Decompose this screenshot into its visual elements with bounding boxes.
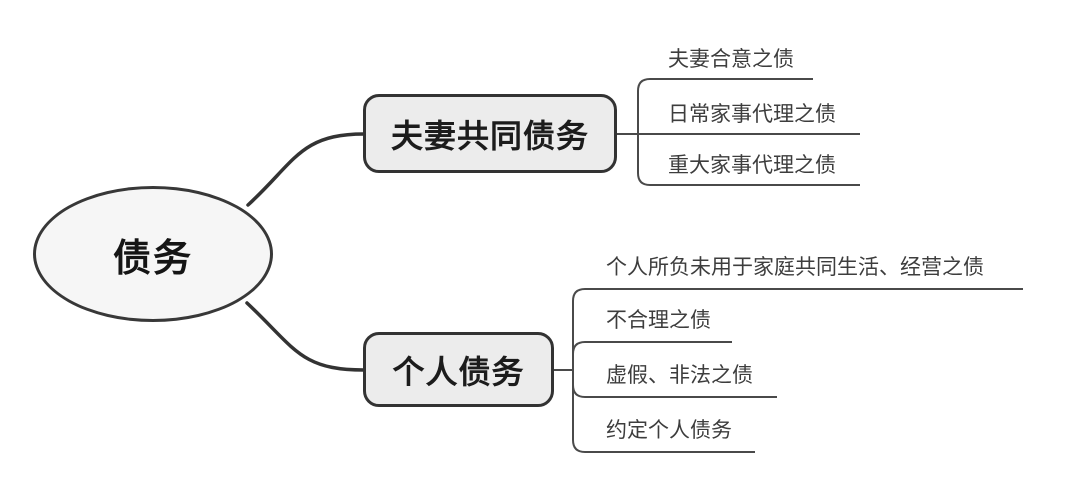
edge-branch-1-leaf-3 (637, 134, 860, 186)
leaf-node-unreasonable-debt[interactable]: 不合理之债 (606, 309, 711, 332)
branch-node-label: 个人债务 (392, 353, 525, 390)
branch-node-joint-marital-debt[interactable]: 夫妻共同债务 (363, 94, 617, 173)
edge-branch-2-leaf-1 (572, 288, 1023, 370)
root-node-debt[interactable]: 债务 (33, 186, 273, 322)
edge-branch-2-leaf-4 (572, 370, 755, 453)
edge-branch-2-leaf-2 (572, 341, 732, 370)
leaf-node-major-household-agency-debt[interactable]: 重大家事代理之债 (668, 154, 836, 177)
edge-root-to-branch-1 (246, 132, 366, 207)
root-node-label: 债务 (112, 237, 193, 280)
leaf-node-mutual-consent-debt[interactable]: 夫妻合意之债 (668, 48, 794, 71)
leaf-node-false-illegal-debt[interactable]: 虚假、非法之债 (606, 364, 753, 387)
leaf-node-not-for-family-life-debt[interactable]: 个人所负未用于家庭共同生活、经营之债 (606, 256, 984, 279)
edge-root-to-branch-2 (245, 301, 366, 372)
branch-node-personal-debt[interactable]: 个人债务 (363, 332, 554, 407)
leaf-node-daily-household-agency-debt[interactable]: 日常家事代理之债 (668, 103, 836, 126)
branch-node-label: 夫妻共同债务 (390, 117, 589, 154)
leaf-node-agreed-personal-debt[interactable]: 约定个人债务 (606, 419, 732, 442)
edge-branch-1-leaf-1 (637, 78, 813, 134)
